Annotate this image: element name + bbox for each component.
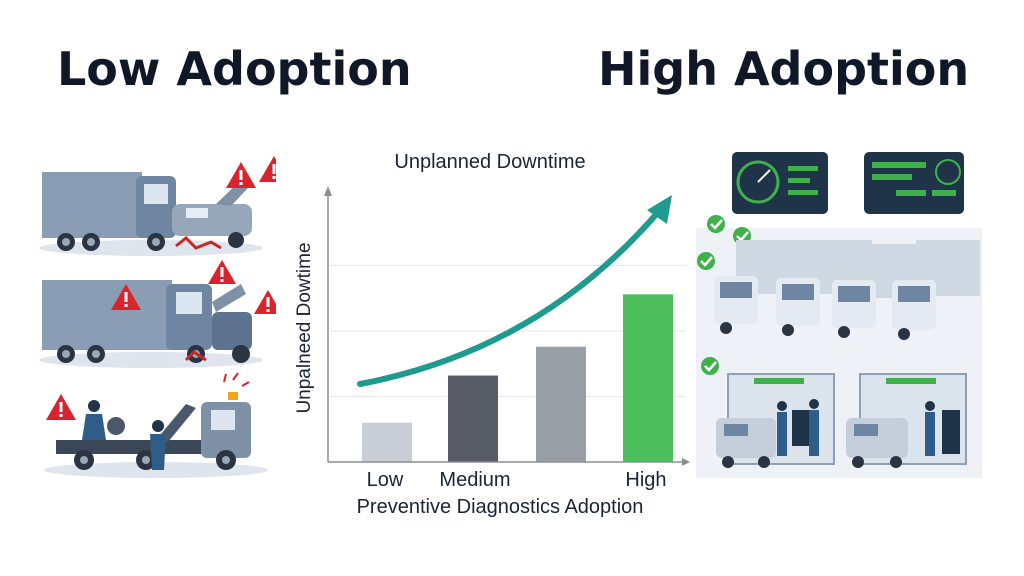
chart-title: Unplanned Downtime <box>394 151 585 173</box>
mechanic-figure <box>82 400 106 440</box>
diagnostics-dashboard <box>864 152 964 214</box>
fleet-truck <box>892 240 980 340</box>
low-adoption-heading: Low Adoption <box>57 42 412 96</box>
high-adoption-heading: High Adoption <box>598 42 970 96</box>
check-icon <box>701 357 719 375</box>
y-axis-label: Unpalneed Dowtime <box>294 242 315 413</box>
bar <box>623 294 673 462</box>
warning-icon <box>111 284 141 310</box>
warning-icon <box>208 260 236 284</box>
tow-truck-scene <box>44 372 268 478</box>
warning-icon <box>226 162 256 188</box>
diagnostics-dashboard <box>732 152 828 214</box>
x-tick-label: Low <box>367 469 404 491</box>
bar <box>536 346 586 462</box>
high-adoption-illustration <box>696 152 982 478</box>
mechanic-figure <box>150 420 166 470</box>
trend-arrow <box>357 195 672 387</box>
service-bay <box>716 373 835 468</box>
warning-icon <box>254 290 276 314</box>
check-icon <box>707 215 725 233</box>
broken-truck-scene-2 <box>39 260 276 368</box>
bar <box>362 422 412 462</box>
warning-icon <box>46 394 76 420</box>
low-adoption-illustration <box>39 156 276 478</box>
service-bay <box>846 373 967 468</box>
check-icon <box>697 252 715 270</box>
downtime-bar-chart: Unplanned Downtime Unpalneed Dowtime Low… <box>294 151 690 518</box>
fleet-truck <box>714 240 810 334</box>
warning-icon <box>259 156 276 182</box>
x-tick-label: High <box>625 469 666 491</box>
x-axis-label: Preventive Diagnostics Adoption <box>357 496 644 518</box>
broken-truck-scene-1 <box>39 156 276 256</box>
x-tick-label: Medium <box>439 469 510 491</box>
bar <box>448 375 498 462</box>
